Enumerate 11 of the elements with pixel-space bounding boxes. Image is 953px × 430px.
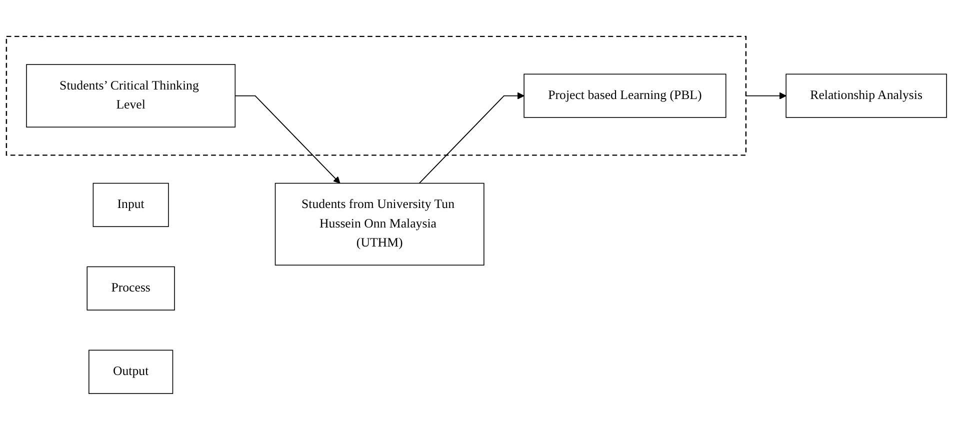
arrow: [745, 92, 786, 100]
cluster: [6, 36, 747, 156]
node-box: Relationship Analysis: [786, 74, 947, 118]
node-box: Output: [88, 350, 174, 394]
arrow: [418, 92, 524, 184]
node-box: Project based Learning (PBL): [524, 74, 726, 118]
node-box: Process: [86, 266, 175, 310]
arrow: [234, 95, 340, 184]
node-box: Input: [92, 182, 169, 228]
node-box: Students’ Critical Thinking Level: [26, 64, 236, 128]
node-box: Students from University Tun Hussein Onn Malaysia (UTHM): [274, 182, 484, 266]
